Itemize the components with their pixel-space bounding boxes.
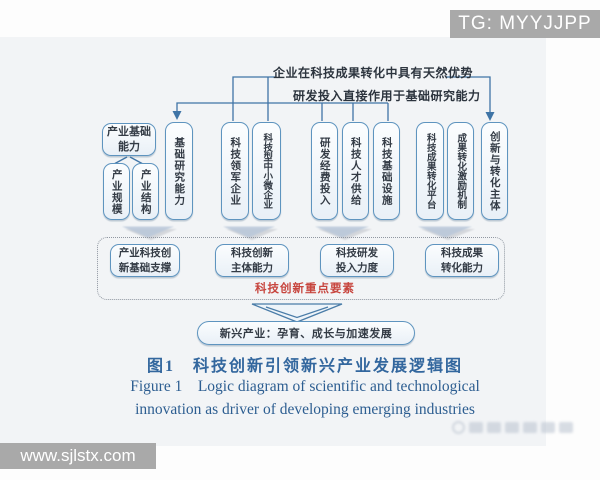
top-connectors [113,76,491,165]
watermark-circle-icon [452,421,465,434]
industry-child-box: 产业结构 [132,163,159,220]
arrowhead-icon [485,112,495,121]
chevron-down-icon [315,226,372,240]
annotation-top: 企业在科技成果转化中具有天然优势 [273,66,474,80]
factors-label: 科技创新重点要素 [255,283,355,295]
factor-box: 科技创新 主体能力 [215,244,289,277]
watermark-glyph [541,422,555,433]
column-box: 科技成果转化平台 [416,122,444,220]
faint-watermark [452,420,588,435]
watermark-glyph [469,422,483,433]
factor-line: 主体能力 [231,261,273,274]
factor-line: 新基础支撑 [118,261,172,274]
caption-en-line2: innovation as driver of developing emerg… [135,401,475,418]
diagram-photo-background [0,37,546,446]
caption-zh: 图1 科技创新引领新兴产业发展逻辑图 [146,358,463,375]
column-box: 研发经费投入 [311,122,338,220]
watermark-glyph [559,422,573,433]
watermark-glyph [505,422,519,433]
site-banner: www.sjlstx.com [0,443,156,469]
chevron-down-icon [223,226,278,240]
outcome-box: 新兴产业：孕育、成长与加速发展 [197,321,415,345]
factor-line: 转化能力 [441,261,483,274]
chevron-down-icon [418,226,475,240]
column-box: 创新与转化主体 [481,122,508,220]
caption-en-line1: Figure 1 Logic diagram of scientific and… [130,378,480,395]
factor-line: 科技创新 [231,246,273,259]
factor-line: 产业科技创 [118,246,172,259]
column-box: 科技型中小微企业 [252,122,281,220]
column-box: 科技人才供给 [342,122,369,220]
column-box: 科技领军企业 [221,122,249,220]
watermark-glyph [487,422,501,433]
annotation-mid: 研发投入直接作用于基础研究能力 [293,89,481,103]
chevron-down-icon [122,226,177,240]
down-arrow-icon [251,303,343,323]
factor-line: 投入力度 [336,261,378,274]
tg-banner: TG: MYYJJPP [450,10,600,38]
factor-line: 科技研发 [336,246,378,259]
factor-box: 科技研发 投入力度 [320,244,394,277]
factor-box: 科技成果 转化能力 [425,244,499,277]
industry-child-box: 产业规模 [103,163,130,220]
factor-box: 产业科技创 新基础支撑 [110,244,180,277]
column-box: 成果转化激励机制 [447,122,474,220]
key-factors-frame [97,237,505,300]
industry-parent-box: 产业基础能力 [102,123,156,156]
column-box: 科技基础设施 [373,122,400,220]
arrowhead-icon [172,111,182,120]
factor-line: 科技成果 [441,246,483,259]
column-box: 基础研究能力 [165,122,193,220]
watermark-glyph [523,422,537,433]
